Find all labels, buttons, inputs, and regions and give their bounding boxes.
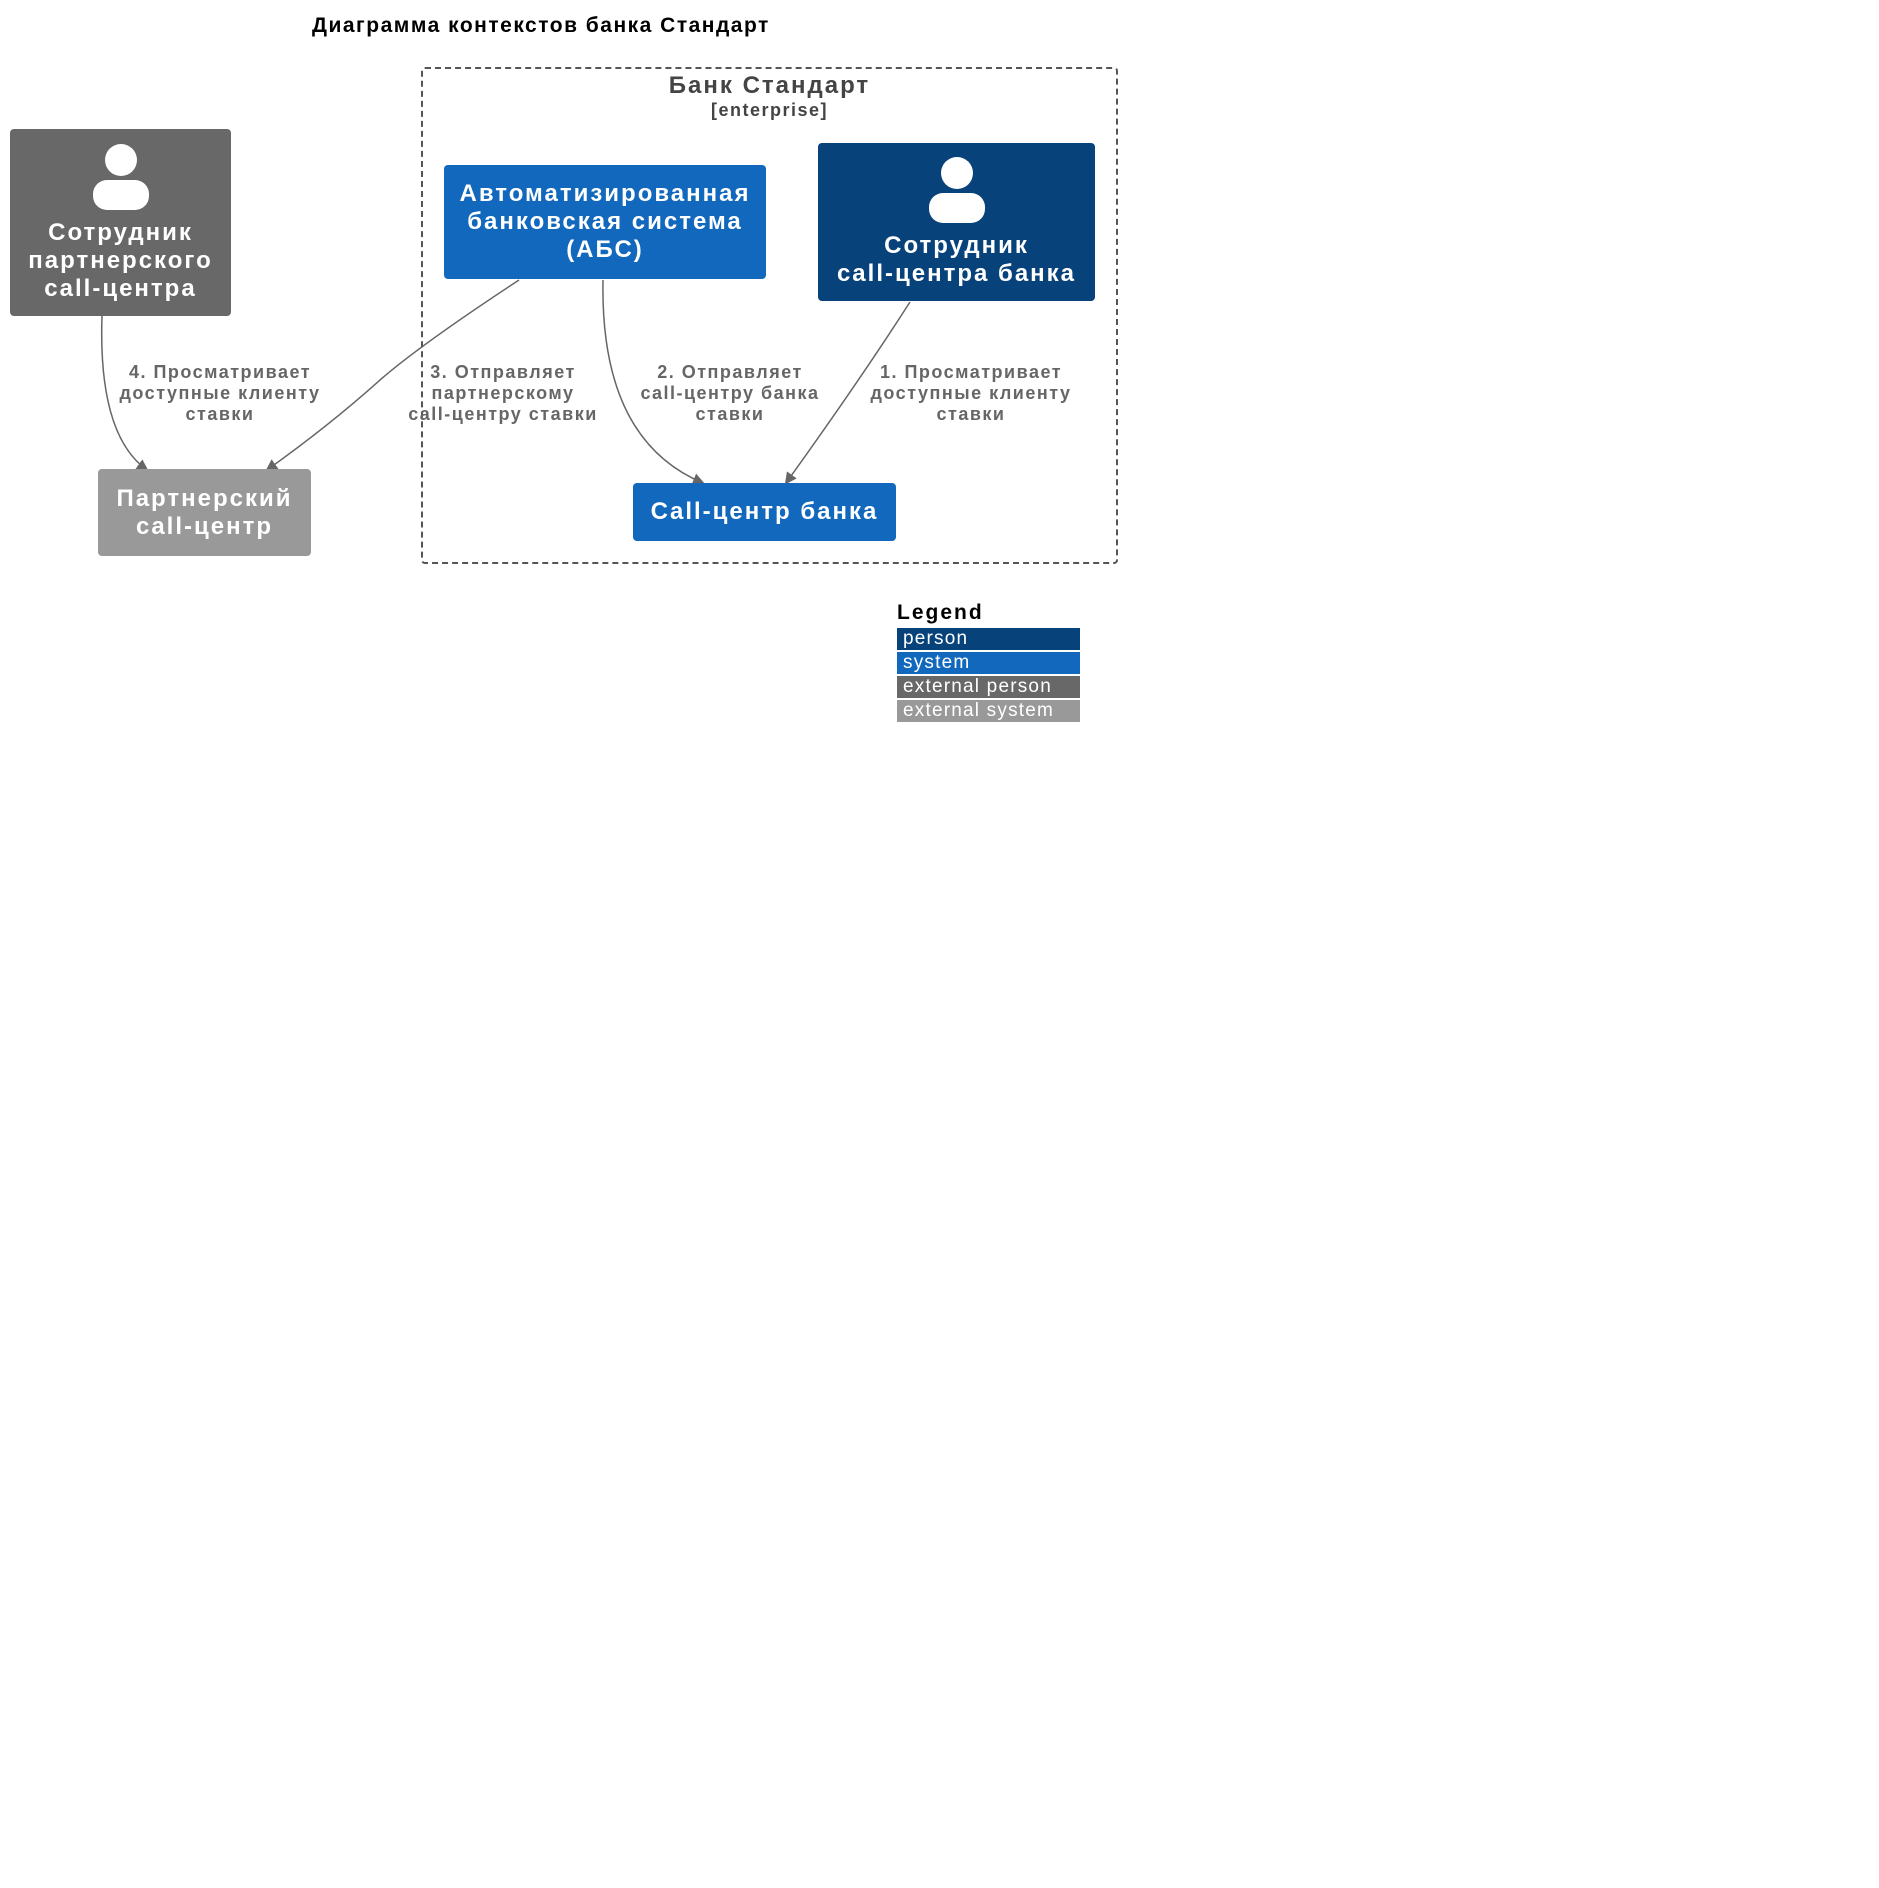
legend-item-system: system — [897, 652, 1080, 674]
relation-label-2: 2. Отправляет call-центру банка ставки — [640, 362, 820, 424]
legend-item-external-system: external system — [897, 700, 1080, 722]
node-label: Автоматизированная банковская система (А… — [459, 180, 751, 263]
node-label: Партнерский call-центр — [116, 484, 293, 540]
relation-arrow-1 — [784, 301, 911, 485]
legend-item-person: person — [897, 628, 1080, 650]
diagram-title: Диаграмма контекстов банка Стандарт — [312, 14, 770, 37]
node-bank-callcenter: Call-центр банка — [633, 483, 896, 541]
relation-arrow-4 — [100, 315, 149, 472]
relation-arrow-2 — [602, 279, 705, 485]
relation-label-1: 1. Просматривает доступные клиенту ставк… — [870, 362, 1072, 424]
node-label: Call-центр банка — [650, 498, 879, 525]
person-icon — [928, 157, 985, 223]
enterprise-boundary: Банк Стандарт [enterprise] — [421, 67, 1118, 564]
legend-title: Legend — [897, 601, 984, 624]
node-bank-callcenter-employee: Сотрудник call-центра банка — [818, 143, 1095, 301]
relation-label-4: 4. Просматривает доступные клиенту ставк… — [119, 362, 321, 424]
legend-item-external-person: external person — [897, 676, 1080, 698]
boundary-subtitle: [enterprise] — [710, 100, 829, 120]
node-label: Сотрудник call-центра банка — [836, 232, 1077, 287]
boundary-title: Банк Стандарт — [668, 72, 871, 99]
node-abs-system: Автоматизированная банковская система (А… — [444, 165, 766, 279]
node-partner-callcenter-employee: Сотрудник партнерского call-центра — [10, 129, 231, 316]
person-icon — [92, 143, 149, 210]
node-partner-callcenter: Партнерский call-центр — [98, 469, 311, 556]
relation-arrow-3 — [265, 279, 520, 472]
legend: Legend person system external person ext… — [897, 601, 1080, 724]
node-label: Сотрудник партнерского call-центра — [28, 218, 213, 302]
relation-label-3: 3. Отправляет партнерскому call-центру с… — [408, 362, 598, 424]
